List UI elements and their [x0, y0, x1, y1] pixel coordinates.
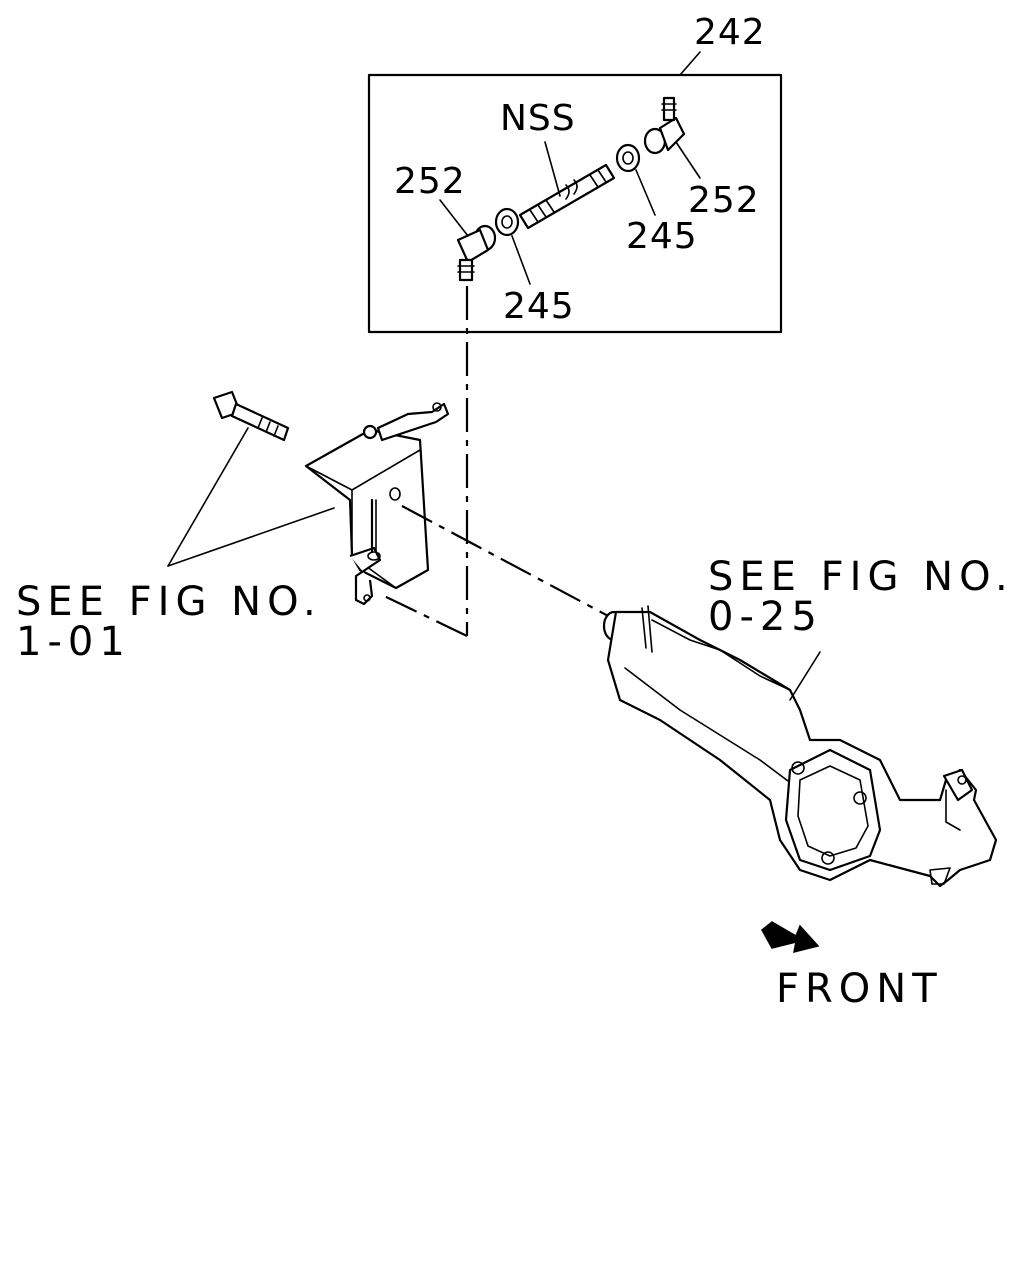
label-245-right: 245 [626, 216, 698, 257]
exhaust-manifold [602, 605, 998, 888]
front-label: FRONT [776, 966, 943, 1012]
leader-bracket [167, 507, 335, 567]
fitting-252-right [643, 96, 701, 179]
kit-box [367, 51, 783, 334]
mounting-bracket [304, 402, 450, 606]
nut-245-left [494, 207, 531, 285]
label-245-left: 245 [503, 286, 575, 327]
see-fig-right-line2: 0-25 [708, 594, 823, 640]
see-fig-right-line1: SEE FIG NO. [708, 554, 1014, 600]
bolt [212, 390, 290, 442]
leader-bolt [167, 427, 249, 567]
see-fig-left-line1: SEE FIG NO. [16, 579, 322, 625]
label-nss: NSS [500, 98, 576, 139]
nut-245-right [615, 143, 656, 216]
assembly-line-diagonal [401, 505, 613, 619]
pipe-nss [518, 141, 616, 230]
label-242: 242 [694, 12, 766, 53]
assembly-line-connector [379, 593, 468, 637]
front-arrow-icon [761, 921, 820, 954]
label-252-left: 252 [394, 161, 466, 202]
fitting-252-left [439, 199, 497, 282]
see-fig-left-line2: 1-01 [16, 619, 131, 665]
label-252-right: 252 [688, 180, 760, 221]
